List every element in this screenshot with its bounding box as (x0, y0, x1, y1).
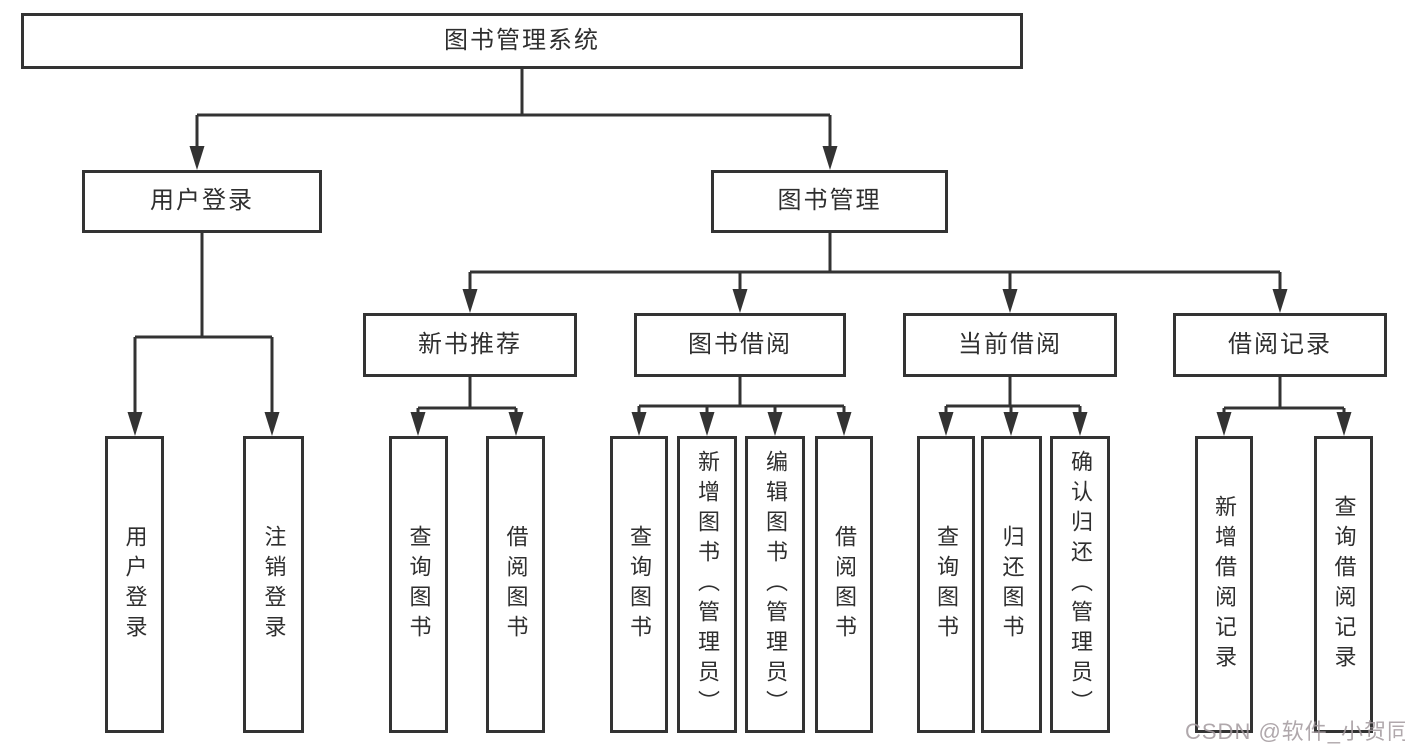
leaf-borrow-books: 借阅图书 (486, 436, 545, 733)
node-label: 借阅记录 (1228, 330, 1332, 358)
leaf-query-books: 查询图书 (389, 436, 448, 733)
connector-lines-current-borrowing (944, 377, 1082, 417)
connector-lines-new-book (416, 377, 518, 417)
node-user-login: 用户登录 (82, 170, 322, 233)
leaf-query-borrow-record: 查询借阅记录 (1314, 436, 1373, 733)
node-book-management: 图书管理 (711, 170, 948, 233)
leaf-confirm-return-admin: 确认归还（管理员） (1050, 436, 1110, 733)
node-label: 图书借阅 (688, 330, 792, 358)
node-label: 当前借阅 (958, 330, 1062, 358)
node-label: 确认归还（管理员） (1068, 449, 1093, 720)
node-label: 注销登录 (261, 524, 287, 645)
node-label: 新增借阅记录 (1212, 494, 1237, 675)
node-label: 编辑图书（管理员） (763, 449, 788, 720)
leaf-user-login: 用户登录 (105, 436, 164, 733)
node-label: 新增图书（管理员） (695, 449, 720, 720)
node-label: 借阅图书 (503, 524, 529, 645)
node-label: 图书管理 (777, 187, 882, 215)
leaf-logout-login: 注销登录 (243, 436, 304, 733)
leaf-query-books: 查询图书 (610, 436, 668, 733)
leaf-return-books: 归还图书 (981, 436, 1042, 733)
leaf-add-books-admin: 新增图书（管理员） (677, 436, 737, 733)
node-label: 用户登录 (150, 187, 254, 215)
connector-lines-book-borrowing (637, 377, 846, 417)
connector-lines-user-login (133, 233, 274, 416)
node-new-book-recommendation: 新书推荐 (363, 313, 577, 377)
connector-lines-root (195, 69, 832, 150)
leaf-query-books: 查询图书 (917, 436, 975, 733)
node-label: 用户登录 (122, 524, 148, 645)
node-label: 查询借阅记录 (1331, 494, 1357, 675)
node-library-system: 图书管理系统 (21, 13, 1023, 69)
node-label: 查询图书 (627, 524, 652, 645)
node-borrowing-records: 借阅记录 (1173, 313, 1387, 377)
node-current-borrowing: 当前借阅 (903, 313, 1117, 377)
connector-lines-book-management (468, 233, 1282, 294)
node-label: 查询图书 (934, 524, 959, 645)
node-book-borrowing: 图书借阅 (634, 313, 846, 377)
node-label: 归还图书 (999, 524, 1025, 645)
leaf-edit-books-admin: 编辑图书（管理员） (745, 436, 805, 733)
leaf-borrow-books: 借阅图书 (815, 436, 873, 733)
watermark-text: CSDN @软件_小贺同学 (1185, 719, 1405, 744)
node-label: 查询图书 (406, 524, 432, 645)
leaf-add-borrow-record: 新增借阅记录 (1195, 436, 1253, 733)
node-label: 借阅图书 (832, 524, 857, 645)
node-label: 新书推荐 (418, 330, 522, 358)
connector-lines-borrowing-records (1222, 377, 1346, 417)
node-label: 图书管理系统 (444, 26, 600, 54)
